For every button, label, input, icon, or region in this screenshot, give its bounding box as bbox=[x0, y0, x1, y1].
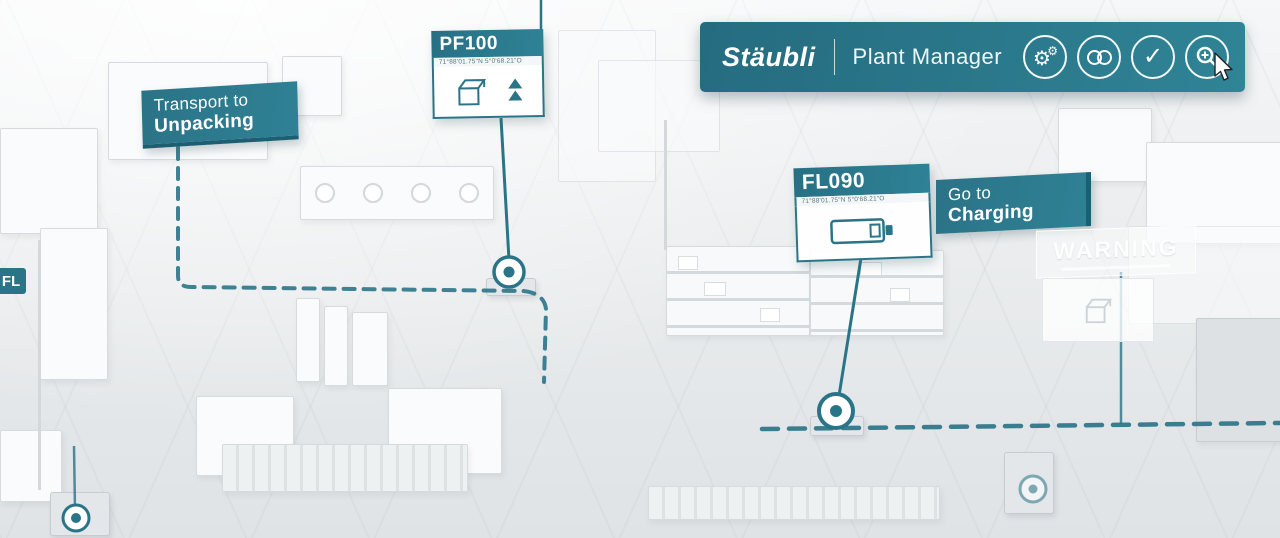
header-icon-row: ⚙ ⚙ ✓ bbox=[1023, 35, 1229, 79]
station-tag-fl-partial[interactable]: FL bbox=[0, 268, 26, 294]
app-title: Plant Manager bbox=[852, 44, 1003, 69]
inactive-station-card bbox=[1042, 278, 1154, 342]
header-bar: Stäubli Plant Manager ⚙ ⚙ ✓ bbox=[700, 22, 1245, 92]
header-divider bbox=[833, 39, 835, 75]
station-card-pf100[interactable]: PF100 71°88'01.75"N 5°0'68.21"O bbox=[431, 29, 545, 119]
package-box-icon bbox=[457, 79, 486, 106]
pillar bbox=[352, 312, 388, 386]
stored-box bbox=[890, 288, 910, 302]
machine-dial-icon bbox=[363, 183, 383, 203]
double-up-arrow-icon bbox=[508, 78, 523, 101]
stored-box bbox=[860, 262, 882, 276]
callout-transport-to-unpacking: Transport to Unpacking bbox=[141, 81, 299, 149]
sync-loop-icon[interactable] bbox=[1077, 35, 1121, 79]
cabinet bbox=[0, 128, 98, 234]
agv-robot[interactable] bbox=[810, 416, 864, 436]
station-title: FL090 bbox=[793, 163, 931, 198]
battery-icon bbox=[830, 218, 893, 245]
conveyor-belt bbox=[222, 444, 468, 492]
staubli-logo: Stäubli bbox=[722, 41, 816, 72]
station-card-fl090[interactable]: FL090 71°88'01.75"N 5°0'68.21"O bbox=[793, 163, 933, 263]
stored-box bbox=[760, 308, 780, 322]
warning-sign: WARNING bbox=[1036, 225, 1196, 279]
pillar bbox=[296, 298, 320, 382]
cabinet-tall bbox=[40, 228, 108, 380]
station-title: PF100 bbox=[431, 29, 544, 58]
machine-dial-icon bbox=[315, 183, 335, 203]
light-pole bbox=[38, 240, 41, 490]
pf100-connector-line bbox=[499, 117, 511, 261]
warning-subtext-bar bbox=[1060, 263, 1172, 271]
light-pole bbox=[664, 120, 667, 250]
callout-go-to-charging: Go to Charging bbox=[936, 171, 1091, 235]
stored-box bbox=[678, 256, 698, 270]
package-box-icon bbox=[1085, 298, 1113, 324]
conveyor-belt bbox=[648, 486, 940, 520]
agv-robot[interactable] bbox=[50, 492, 110, 536]
forklift-robot[interactable] bbox=[1004, 452, 1054, 514]
tasks-check-icon[interactable]: ✓ bbox=[1131, 35, 1175, 79]
zoom-search-icon[interactable] bbox=[1185, 35, 1229, 79]
pillar bbox=[324, 306, 348, 386]
machine-row bbox=[300, 166, 494, 220]
machine-block bbox=[1058, 108, 1152, 182]
settings-gears-icon[interactable]: ⚙ ⚙ bbox=[1023, 35, 1067, 79]
machine-dial-icon bbox=[411, 183, 431, 203]
agv-robot[interactable] bbox=[486, 278, 536, 296]
warning-title: WARNING bbox=[1053, 233, 1179, 264]
stored-box bbox=[704, 282, 726, 296]
station-tag-label: FL bbox=[1, 272, 21, 290]
machine-dial-icon bbox=[459, 183, 479, 203]
cabinet-dark bbox=[1196, 318, 1280, 442]
